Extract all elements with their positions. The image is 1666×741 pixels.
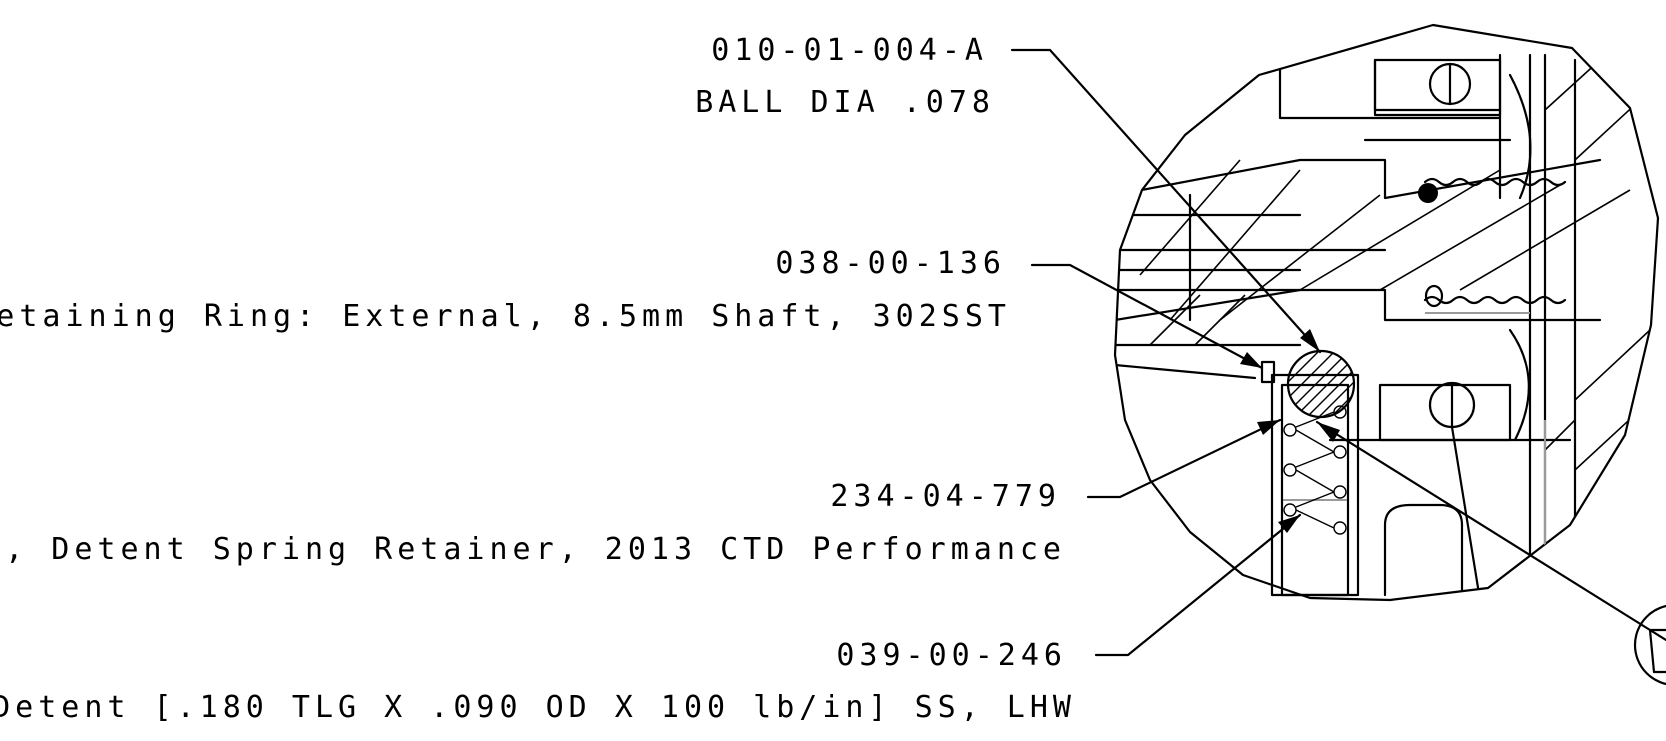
detent-spring (1283, 405, 1347, 535)
callout-description-spring: Spring: Detent [.180 TLG X .090 OD X 100… (0, 690, 1076, 725)
callout-part-number-plate: 234-04-779 (830, 479, 1061, 514)
callout-description-plate: Plate, Detent Spring Retainer, 2013 CTD … (0, 532, 1066, 567)
callout-description-ball: BALL DIA .078 (695, 85, 995, 120)
leader-line-offpage-bubble (1315, 420, 1666, 642)
leader-line-plate (1086, 418, 1282, 499)
callout-part-number-spring: 039-00-246 (836, 638, 1067, 673)
callout-part-number-retaining-ring: 038-00-136 (775, 246, 1006, 281)
section-detail-view (1113, 23, 1660, 602)
retaining-ring (1260, 360, 1276, 384)
offpage-balloon (1633, 604, 1666, 686)
leader-line-spring (1094, 513, 1302, 657)
callout-part-number-ball: 010-01-004-A (711, 33, 988, 68)
leader-line-retaining-ring (1030, 263, 1264, 370)
callout-description-retaining-ring: Retaining Ring: External, 8.5mm Shaft, 3… (0, 299, 1011, 334)
